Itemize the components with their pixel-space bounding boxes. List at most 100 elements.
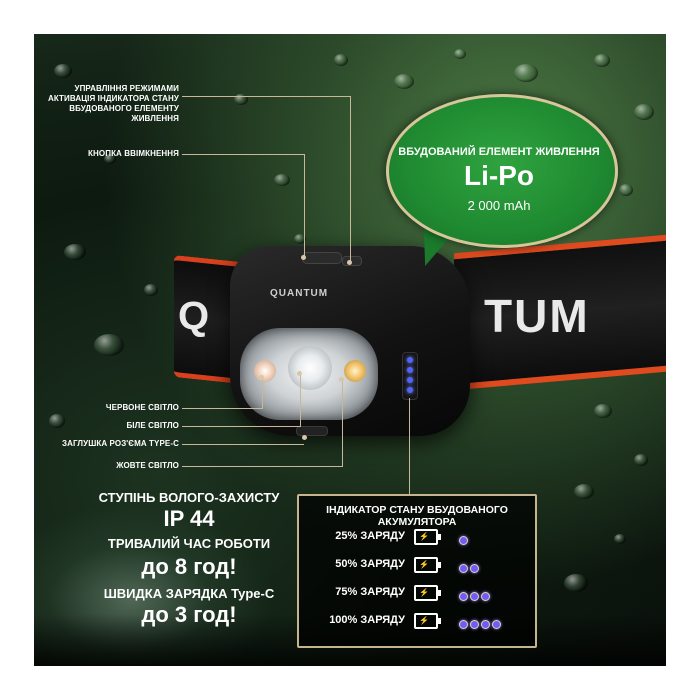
water-drop <box>54 64 72 78</box>
red-light-label: ЧЕРВОНЕ СВІТЛО <box>105 403 179 412</box>
product-image: Q TUM QUANTUM УПРАВЛІННЯ РЕЖИМАМИ АКТИВА… <box>34 34 666 666</box>
power-button <box>302 252 342 264</box>
water-drop <box>634 104 654 120</box>
water-drop <box>64 244 86 260</box>
indicator-row-label: 100% ЗАРЯДУ <box>329 614 405 626</box>
water-drop <box>514 64 538 82</box>
water-drop <box>294 234 306 244</box>
water-drop <box>94 334 124 356</box>
indicator-row-label: 75% ЗАРЯДУ <box>335 586 405 598</box>
leader-dot <box>259 375 264 380</box>
runtime-label: ТРИВАЛИЙ ЧАС РОБОТИ <box>107 536 271 551</box>
bubble-chemistry: Li-Po <box>464 160 534 191</box>
leader-dot <box>347 260 352 265</box>
mode-control-label: УПРАВЛІННЯ РЕЖИМАМИ АКТИВАЦІЯ ІНДИКАТОРА… <box>44 84 179 124</box>
indicator-row-label: 50% ЗАРЯДУ <box>335 558 405 570</box>
water-drop <box>144 284 158 296</box>
indicator-row-label: 25% ЗАРЯДУ <box>335 530 405 542</box>
leader-dot <box>301 255 306 260</box>
water-drop <box>564 574 588 592</box>
water-drop <box>619 184 633 196</box>
leader-line <box>182 466 342 467</box>
water-drop <box>634 454 648 466</box>
charge-dot <box>459 536 468 545</box>
indicator-row: 50% ЗАРЯДУ ⚡ <box>299 554 535 576</box>
mode-control-line2: АКТИВАЦІЯ ІНДИКАТОРА СТАНУ <box>47 94 179 103</box>
charge-dot <box>481 620 490 629</box>
leader-line <box>409 398 410 494</box>
mode-control-line1: УПРАВЛІННЯ РЕЖИМАМИ <box>74 84 179 93</box>
water-drop <box>234 94 248 105</box>
indicator-row: 100% ЗАРЯДУ ⚡ <box>299 610 535 632</box>
water-drop <box>104 154 116 164</box>
charge-label: ШВИДКА ЗАРЯДКА Type-C <box>103 586 275 601</box>
charge-dots <box>459 616 503 634</box>
power-button-label: КНОПКА ВВІМКНЕННЯ <box>88 149 179 158</box>
charge-dot <box>470 620 479 629</box>
charge-dot <box>470 564 479 573</box>
charge-dot <box>481 592 490 601</box>
charge-dots <box>459 588 492 606</box>
charge-dots <box>459 532 470 550</box>
battery-icon: ⚡ <box>414 585 441 601</box>
white-light-label: БІЛЕ СВІТЛО <box>126 421 179 430</box>
yellow-light-label: ЖОВТЕ СВІТЛО <box>116 461 179 470</box>
indicator-led <box>407 377 413 383</box>
indicator-row: 25% ЗАРЯДУ ⚡ <box>299 526 535 548</box>
leader-line <box>182 154 304 155</box>
battery-icon: ⚡ <box>414 529 441 545</box>
battery-bubble <box>386 94 618 248</box>
leader-dot <box>302 435 307 440</box>
battery-indicator-legend: ІНДИКАТОР СТАНУ ВБУДОВАНОГО АКУМУЛЯТОРА … <box>297 494 537 648</box>
lamp-brand: QUANTUM <box>270 288 329 299</box>
charge-value: до 3 год! <box>141 602 237 627</box>
indicator-title: ІНДИКАТОР СТАНУ ВБУДОВАНОГО АКУМУЛЯТОРА <box>326 504 508 528</box>
bubble-title: ВБУДОВАНИЙ ЕЛЕМЕНТ ЖИВЛЕННЯ <box>398 146 600 158</box>
water-drop <box>274 174 290 186</box>
charge-dot <box>492 620 501 629</box>
typec-cap-label: ЗАГЛУШКА РОЗ'ЄМА TYPE-C <box>62 439 179 448</box>
typec-cap <box>296 426 328 436</box>
charge-dot <box>459 592 468 601</box>
water-drop <box>594 404 612 418</box>
leader-dot <box>339 377 344 382</box>
red-led <box>254 360 276 382</box>
charge-dot <box>459 620 468 629</box>
waterproof-value: IP 44 <box>163 506 215 531</box>
water-drop <box>594 54 610 67</box>
leader-dot <box>297 371 302 376</box>
leader-line <box>182 426 300 427</box>
water-drop <box>49 414 65 428</box>
indicator-led <box>407 357 413 363</box>
water-drop <box>394 74 414 89</box>
indicator-led <box>407 367 413 373</box>
water-drop <box>334 54 348 66</box>
indicator-led <box>407 387 413 393</box>
leader-line <box>304 154 305 258</box>
bubble-capacity: 2 000 mAh <box>467 198 531 213</box>
strap-brand-right: TUM <box>484 290 590 342</box>
leader-line <box>182 444 304 445</box>
leader-line <box>342 380 343 467</box>
strap-brand-left: Q <box>178 294 210 338</box>
charge-dots <box>459 560 481 578</box>
leader-line <box>262 378 263 409</box>
yellow-led <box>344 360 366 382</box>
waterproof-label: СТУПІНЬ ВОЛОГО-ЗАХИСТУ <box>98 490 280 505</box>
water-drop <box>454 49 466 59</box>
battery-icon: ⚡ <box>414 557 441 573</box>
runtime-value: до 8 год! <box>141 554 237 579</box>
white-led <box>288 346 332 390</box>
battery-icon: ⚡ <box>414 613 441 629</box>
battery-indicator-leds <box>402 352 418 400</box>
leader-line <box>300 374 301 427</box>
leader-line <box>350 96 351 264</box>
charge-dot <box>470 592 479 601</box>
leader-line <box>182 408 262 409</box>
water-drop <box>574 484 594 499</box>
mode-control-line3: ВБУДОВАНОГО ЕЛЕМЕНТУ ЖИВЛЕННЯ <box>69 104 179 123</box>
charge-dot <box>459 564 468 573</box>
mode-button <box>342 256 362 266</box>
water-drop <box>614 534 626 544</box>
indicator-row: 75% ЗАРЯДУ ⚡ <box>299 582 535 604</box>
